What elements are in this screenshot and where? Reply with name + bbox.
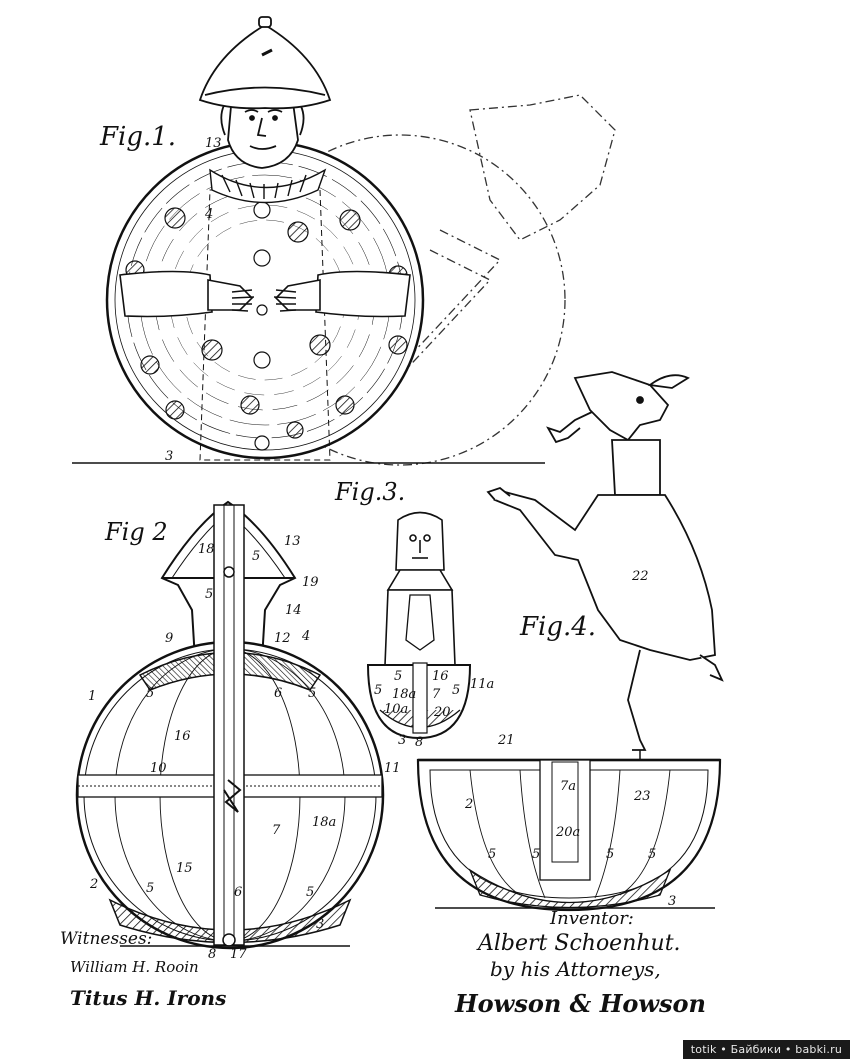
ref-8: 8 [208, 947, 216, 962]
ref-20a: 20a [555, 825, 580, 840]
ref-12: 12 [274, 631, 291, 646]
ref-4: 4 [301, 629, 310, 644]
ref-5: 5 [488, 847, 496, 862]
figure-2-central-tube [213, 504, 245, 946]
watermark-credit: totik • Байбики • babki.ru [682, 1040, 850, 1059]
ref-5: 5 [606, 847, 614, 862]
ref-5: 5 [374, 683, 382, 698]
figure-2-cross-section: Fig 2 18 5 13 19 [75, 500, 401, 962]
figure-3-head [386, 511, 454, 591]
figure-1-ruff-collar [209, 168, 327, 204]
ref-10: 10 [150, 761, 167, 776]
witnesses-label: Witnesses: [60, 929, 152, 949]
ref-9: 9 [165, 631, 173, 646]
ref-5: 5 [532, 847, 540, 862]
ref-13: 13 [284, 534, 301, 549]
ref-16: 16 [432, 669, 449, 684]
figure-2-reference-numerals: 18 5 13 19 5 14 9 12 4 1 5 6 5 16 10 11 … [88, 534, 401, 962]
figure-4-goat-on-hemisphere: Fig.4. [416, 371, 724, 912]
ref-5: 5 [394, 669, 402, 684]
figure-2-spring [223, 779, 242, 813]
ref-5: 5 [252, 549, 260, 564]
ref-7: 7 [272, 823, 281, 838]
ref-17: 17 [230, 947, 247, 962]
ref-11: 11 [384, 761, 401, 776]
figure-2-bottom-weight [108, 898, 352, 944]
figure-1-clown-roly-poly: Fig.1. [72, 16, 616, 466]
inventor-label: Inventor: [549, 908, 634, 929]
figure-4-label: Fig.4. [519, 612, 596, 642]
ref-15: 15 [176, 861, 193, 876]
figure-1-arms [119, 270, 411, 318]
ref-3: 3 [316, 917, 324, 932]
figure-3-tie [405, 594, 435, 651]
ref-5: 5 [146, 686, 154, 701]
ref-7a: 7a [560, 779, 576, 794]
ref-3: 3 [165, 449, 173, 464]
ref-14: 14 [285, 603, 302, 618]
figure-1-label: Fig.1. [99, 122, 176, 152]
witness-1-signature: William H. Rooin [70, 958, 199, 976]
figure-4-goat [486, 371, 724, 751]
figure-3-reference-numerals: 5 16 11a 5 18a 7 5 10a 20 3 8 [374, 669, 494, 750]
ref-20: 20 [433, 705, 451, 720]
ref-5: 5 [205, 587, 213, 602]
inventor-name: Albert Schoenhut. [476, 931, 681, 956]
ref-18: 18 [198, 542, 215, 557]
figure-4-reference-numerals: 22 21 7a 23 2 20a 5 5 5 5 3 [464, 569, 676, 909]
ref-1: 1 [88, 689, 96, 704]
ref-18a: 18a [392, 687, 416, 702]
ref-5: 5 [306, 885, 314, 900]
ref-13: 13 [205, 136, 222, 151]
ref-10a: 10a [384, 702, 408, 717]
ref-5: 5 [308, 686, 316, 701]
ref-2: 2 [89, 877, 98, 892]
ref-5: 5 [146, 881, 154, 896]
ref-21: 21 [497, 733, 515, 748]
figure-3-label: Fig.3. [334, 478, 405, 506]
signature-block: Witnesses: William H. Rooin Titus H. Iro… [60, 908, 706, 1018]
figure-4-bottom-weight [468, 868, 672, 909]
figure-1-clown-head [198, 16, 332, 169]
ref-2: 2 [464, 797, 473, 812]
ref-23: 23 [633, 789, 651, 804]
ref-6: 6 [274, 686, 282, 701]
figure-2-label: Fig 2 [104, 518, 168, 546]
figure-1-reference-numerals: 13 4 3 [165, 136, 222, 464]
ref-7: 7 [432, 687, 441, 702]
ref-16: 16 [174, 729, 191, 744]
ref-11a: 11a [470, 677, 494, 692]
attorneys-signature: Howson & Howson [454, 989, 706, 1018]
ref-8: 8 [415, 735, 423, 750]
by-attorneys: by his Attorneys, [490, 957, 661, 981]
ref-4: 4 [204, 207, 213, 222]
ref-22: 22 [631, 569, 649, 584]
witness-2-signature: Titus H. Irons [70, 986, 226, 1010]
ref-5: 5 [648, 847, 656, 862]
ref-3: 3 [668, 894, 676, 909]
ref-5: 5 [452, 683, 460, 698]
ref-19: 19 [302, 575, 319, 590]
ref-18a: 18a [312, 815, 336, 830]
ref-6: 6 [234, 885, 242, 900]
figure-4-meridians [469, 769, 671, 899]
figure-3-small-toy-section: Fig.3. 5 16 11a 5 18a 7 5 10a 20 3 8 [334, 478, 494, 750]
ref-3: 3 [398, 733, 406, 748]
